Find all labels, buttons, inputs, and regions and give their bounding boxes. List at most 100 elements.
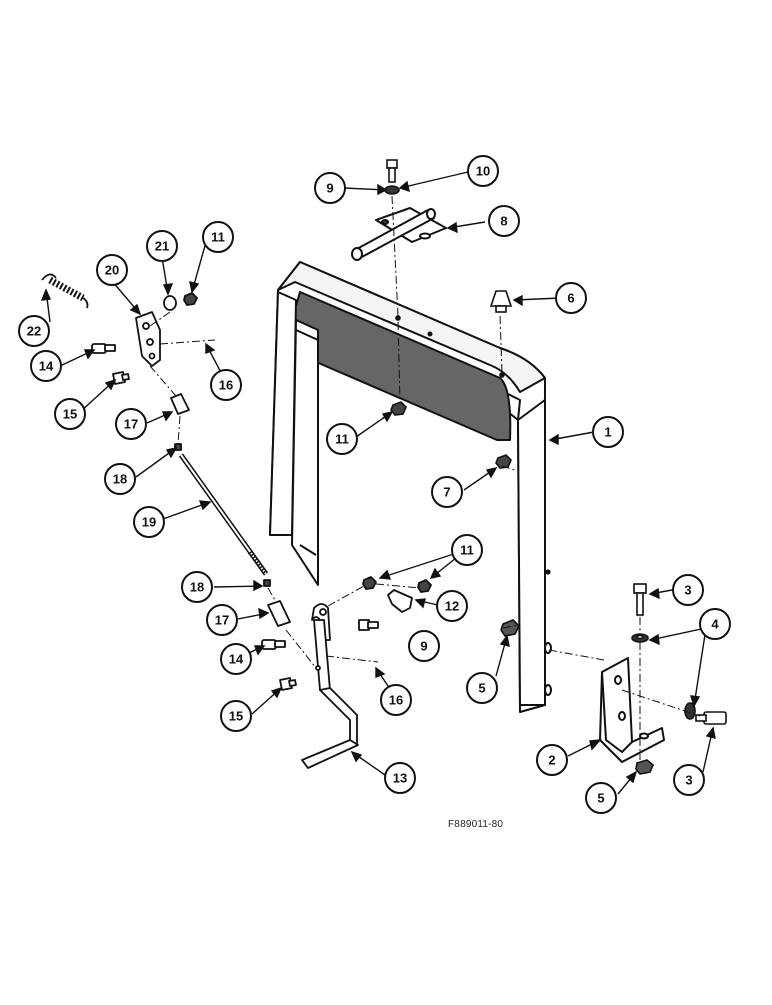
callout-label: 17 xyxy=(124,417,138,432)
callout-circle xyxy=(206,604,238,636)
callout-circle xyxy=(673,764,705,796)
callout-circle xyxy=(488,205,520,237)
callout-18: 18 xyxy=(104,463,136,495)
callout-16: 16 xyxy=(210,369,242,401)
callout-circle xyxy=(146,230,178,262)
callout-circle xyxy=(30,350,62,382)
callout-17: 17 xyxy=(206,604,238,636)
callout-14: 14 xyxy=(30,350,62,382)
callout-11: 11 xyxy=(326,423,358,455)
callout-label: 19 xyxy=(142,515,156,530)
callout-label: 18 xyxy=(190,580,204,595)
callout-12: 12 xyxy=(436,590,468,622)
callout-circle xyxy=(384,762,416,794)
callout-10: 10 xyxy=(467,155,499,187)
callout-3: 3 xyxy=(673,764,705,796)
callout-label: 5 xyxy=(597,791,604,806)
callout-circle xyxy=(314,172,346,204)
callout-circle xyxy=(18,315,50,347)
callout-14: 14 xyxy=(220,643,252,675)
callout-circle xyxy=(220,643,252,675)
figure-code: F889011-80 xyxy=(448,819,503,830)
callout-18: 18 xyxy=(181,571,213,603)
callout-label: 20 xyxy=(105,263,119,278)
callout-circle xyxy=(555,282,587,314)
callout-circle xyxy=(181,571,213,603)
callout-label: 14 xyxy=(39,359,54,374)
callout-circle xyxy=(202,221,234,253)
callout-20: 20 xyxy=(96,254,128,286)
callout-7: 7 xyxy=(431,476,463,508)
callout-label: 8 xyxy=(500,214,507,229)
callout-11: 11 xyxy=(202,221,234,253)
callout-circle xyxy=(210,369,242,401)
callout-circle xyxy=(431,476,463,508)
callout-5: 5 xyxy=(466,672,498,704)
callout-22: 22 xyxy=(18,315,50,347)
callout-13: 13 xyxy=(384,762,416,794)
callout-label: 18 xyxy=(113,472,127,487)
bolts-and-washers xyxy=(384,159,727,775)
callout-label: 12 xyxy=(445,599,459,614)
callout-9: 9 xyxy=(314,172,346,204)
callout-label: 22 xyxy=(27,324,41,339)
callout-19: 19 xyxy=(133,506,165,538)
callout-2: 2 xyxy=(536,744,568,776)
callout-circle xyxy=(54,398,86,430)
callout-label: 1 xyxy=(604,425,611,440)
callout-label: 11 xyxy=(335,432,349,447)
callout-circle xyxy=(380,684,412,716)
callout-label: 4 xyxy=(711,617,719,632)
callout-label: 10 xyxy=(476,164,490,179)
linkage-parts xyxy=(41,273,432,769)
callout-circle xyxy=(466,672,498,704)
frame-part xyxy=(269,261,552,713)
callout-circle xyxy=(326,423,358,455)
callout-circle xyxy=(408,630,440,662)
callout-label: 6 xyxy=(567,291,574,306)
callout-label: 16 xyxy=(219,378,233,393)
callout-circle xyxy=(220,700,252,732)
callout-circle xyxy=(672,574,704,606)
callout-label: 21 xyxy=(155,239,169,254)
callout-4: 4 xyxy=(699,608,731,640)
callout-8: 8 xyxy=(488,205,520,237)
callout-label: 13 xyxy=(393,771,407,786)
callout-6: 6 xyxy=(555,282,587,314)
callout-label: 16 xyxy=(389,693,403,708)
callout-3: 3 xyxy=(672,574,704,606)
callout-11: 11 xyxy=(451,534,483,566)
callout-label: 9 xyxy=(420,639,427,654)
callout-label: 3 xyxy=(684,583,691,598)
assembly-lines xyxy=(149,195,701,760)
callout-1: 1 xyxy=(592,416,624,448)
callout-label: 7 xyxy=(443,485,450,500)
callout-label: 15 xyxy=(63,407,77,422)
callout-label: 2 xyxy=(548,753,555,768)
callout-5: 5 xyxy=(585,782,617,814)
callout-circle xyxy=(96,254,128,286)
callout-circle xyxy=(115,408,147,440)
callout-group: 1233455678991011111112131414151516161717… xyxy=(18,155,731,814)
callout-label: 15 xyxy=(229,709,243,724)
callout-label: 11 xyxy=(460,543,474,558)
callout-21: 21 xyxy=(146,230,178,262)
callout-label: 14 xyxy=(229,652,244,667)
bracket-part xyxy=(599,657,665,763)
callout-15: 15 xyxy=(220,700,252,732)
callout-17: 17 xyxy=(115,408,147,440)
callout-circle xyxy=(699,608,731,640)
callout-9: 9 xyxy=(408,630,440,662)
callout-circle xyxy=(585,782,617,814)
callout-label: 11 xyxy=(211,230,225,245)
shaft-plate-part xyxy=(351,207,447,261)
callout-16: 16 xyxy=(380,684,412,716)
callout-label: 9 xyxy=(326,181,333,196)
callout-label: 5 xyxy=(478,681,485,696)
callout-circle xyxy=(436,590,468,622)
callout-label: 3 xyxy=(685,773,692,788)
callout-label: 17 xyxy=(215,613,229,628)
callout-circle xyxy=(133,506,165,538)
